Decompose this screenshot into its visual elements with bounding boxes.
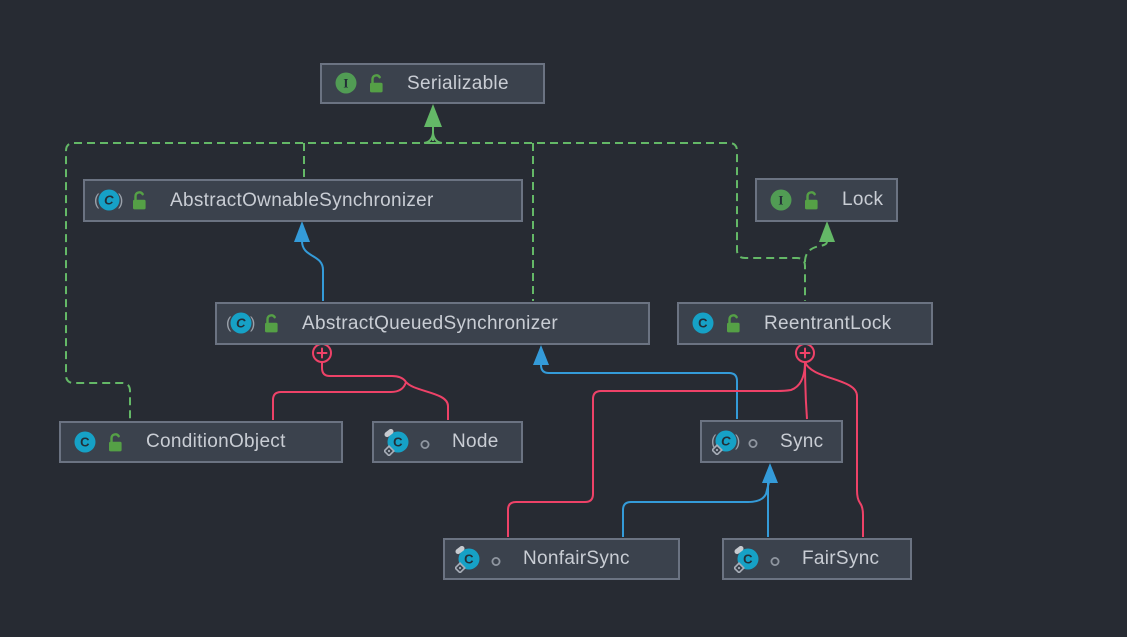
class-name-label: ReentrantLock xyxy=(764,312,892,334)
class-icon: C xyxy=(734,545,759,573)
class-icon: C xyxy=(692,312,714,334)
svg-text:C: C xyxy=(721,434,731,449)
arrowhead-into-serializable xyxy=(424,104,442,127)
svg-text:C: C xyxy=(80,434,90,449)
svg-text:): ) xyxy=(250,315,255,332)
svg-text:C: C xyxy=(104,193,114,208)
package-visibility-icon xyxy=(748,438,758,448)
svg-text:(: ( xyxy=(712,433,717,450)
class-name-label: FairSync xyxy=(802,548,880,569)
class-name-label: AbstractOwnableSynchronizer xyxy=(170,189,434,211)
class-node-fairsync[interactable]: C FairSync xyxy=(722,538,912,580)
class-node-node[interactable]: C Node xyxy=(372,421,523,463)
edge-reentrantlock-lock xyxy=(804,240,828,263)
class-name-label: NonfairSync xyxy=(523,548,630,569)
public-lock-icon xyxy=(109,432,122,451)
class-node-lock[interactable]: I Lock xyxy=(755,178,898,222)
edge-reentrantlock-inner-nonfairsync xyxy=(507,361,806,537)
interface-icon: I xyxy=(335,72,357,94)
svg-text:(: ( xyxy=(95,192,100,209)
class-name-label: ConditionObject xyxy=(146,431,286,452)
class-icon: C xyxy=(384,428,409,456)
class-name-label: AbstractQueuedSynchronizer xyxy=(302,312,558,334)
inner-class-anchor-reentrantlock[interactable] xyxy=(795,343,815,363)
public-lock-icon xyxy=(727,314,740,333)
svg-text:I: I xyxy=(778,192,783,207)
arrowhead-into-sync xyxy=(762,463,778,483)
arrowhead-into-abstractqueuedsynchronizer xyxy=(533,345,549,365)
public-lock-icon xyxy=(265,314,278,333)
arrowhead-into-abstractownablesynchronizer xyxy=(294,221,310,242)
class-node-nonfairsync[interactable]: C NonfairSync xyxy=(443,538,680,580)
edge-aqs-inner-stem xyxy=(321,362,407,383)
public-lock-icon xyxy=(805,190,818,209)
abstract-class-icon: C () xyxy=(227,312,255,334)
arrowhead-into-lock xyxy=(819,221,835,242)
class-name-label: Lock xyxy=(842,189,884,210)
package-visibility-icon xyxy=(770,556,780,566)
edge-sync-extends-aqs xyxy=(540,364,738,419)
interface-icon: I xyxy=(770,189,792,210)
svg-text:C: C xyxy=(743,551,753,566)
class-node-sync[interactable]: C () Sync xyxy=(700,420,843,463)
public-lock-icon xyxy=(133,191,146,210)
class-node-abstractownablesynchronizer[interactable]: C () AbstractOwnableSynchronizer xyxy=(83,179,523,222)
edge-reentrantlock-inner-fairsync xyxy=(804,361,864,537)
edge-reentrantlock-serializable xyxy=(433,142,806,301)
class-node-abstractqueuedsynchronizer[interactable]: C () AbstractQueuedSynchronizer xyxy=(215,302,650,345)
class-name-label: Sync xyxy=(780,430,824,452)
class-name-label: Node xyxy=(452,431,499,452)
svg-text:C: C xyxy=(236,316,246,331)
public-lock-icon xyxy=(370,74,383,93)
class-node-serializable[interactable]: I Serializable xyxy=(320,63,545,104)
svg-text:C: C xyxy=(393,434,403,449)
class-node-conditionobject[interactable]: C ConditionObject xyxy=(59,421,343,463)
class-icon: C xyxy=(455,545,480,573)
package-visibility-icon xyxy=(420,439,430,449)
svg-text:(: ( xyxy=(227,315,232,332)
abstract-class-icon: C () xyxy=(95,189,123,211)
edge-nonfairsync-extends-sync xyxy=(622,481,770,537)
abstract-class-icon: C () xyxy=(712,430,740,455)
inner-class-anchor-abstractqueuedsynchronizer[interactable] xyxy=(312,343,332,363)
svg-text:C: C xyxy=(464,551,474,566)
edge-aqs-inner-node xyxy=(405,381,449,420)
class-node-reentrantlock[interactable]: C ReentrantLock xyxy=(677,302,933,345)
class-icon: C xyxy=(74,431,96,452)
svg-text:): ) xyxy=(118,192,123,209)
svg-text:I: I xyxy=(343,76,348,91)
svg-text:C: C xyxy=(698,316,708,331)
edge-aqs-extends-aos xyxy=(301,240,324,301)
edge-conditionobject-serializable xyxy=(65,142,433,420)
edge-aqs-inner-conditionobject xyxy=(272,381,407,420)
package-visibility-icon xyxy=(491,556,501,566)
svg-text:): ) xyxy=(735,433,740,450)
class-name-label: Serializable xyxy=(407,72,509,94)
